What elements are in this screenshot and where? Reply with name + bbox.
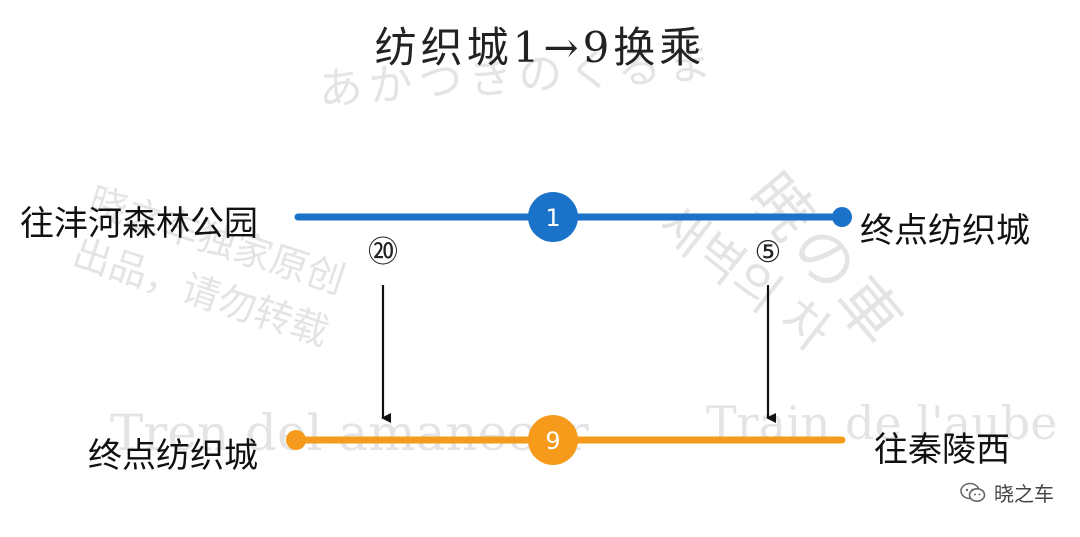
- line-1-badge-number: 1: [545, 204, 560, 232]
- page-title: 纺织城1→9换乘: [374, 23, 706, 72]
- brand-name: 晓之车: [994, 482, 1054, 506]
- line-9-badge-number: 9: [545, 427, 560, 455]
- transfer-marker-left: ⑳: [368, 235, 398, 270]
- line-9-terminus-dot: [286, 430, 306, 450]
- line-1-badge: [528, 192, 578, 242]
- line-1-terminus-dot: [832, 207, 852, 227]
- line-9-direction-left-label: 终点纺织城: [88, 436, 258, 476]
- line-1-direction-right-label: 终点纺织城: [860, 211, 1030, 251]
- transfer-marker-right: ⑤: [755, 235, 782, 270]
- line-1-direction-left-label: 往沣河森林公园: [20, 204, 258, 244]
- line-9-badge: [528, 415, 578, 465]
- brand-badge: 晓之车: [960, 478, 1054, 507]
- wechat-icon: [960, 482, 986, 502]
- line-9-direction-right-label: 往秦陵西: [874, 430, 1010, 470]
